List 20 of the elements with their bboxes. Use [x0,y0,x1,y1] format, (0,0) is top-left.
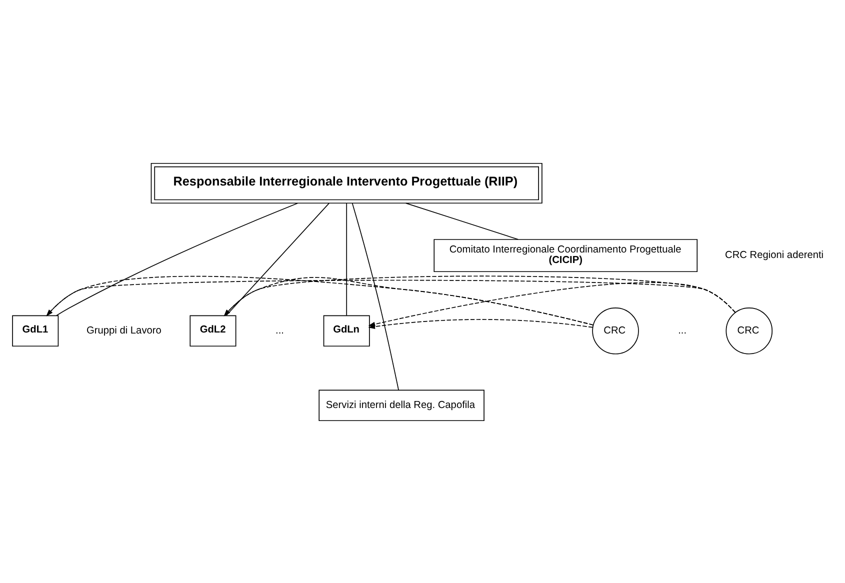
arrow [368,282,736,326]
label: ... [678,325,687,336]
connector [226,202,330,316]
node-box: GdLn [323,314,370,346]
connector [346,202,348,316]
node-box: Servizi interni della Reg. Capofila [318,389,484,421]
node-circle: CRC [592,307,639,354]
label: Gruppi di Lavoro [86,325,162,336]
node-circle: CRC [726,307,773,354]
connector [352,202,399,390]
node-box: Responsabile Interregionale Intervento Progettuale (RIIP) [150,162,542,204]
label: CRC Regioni aderenti [725,250,824,261]
arrow [224,276,594,325]
connector [405,202,519,240]
connector [56,202,298,316]
label: ... [276,325,284,336]
node-box: Comitato Interregionale Coordinamento Progettuale (CICIP) [434,238,698,272]
node-box: GdL1 [12,314,59,346]
node-box: GdL2 [190,314,236,346]
arrow [46,275,594,325]
